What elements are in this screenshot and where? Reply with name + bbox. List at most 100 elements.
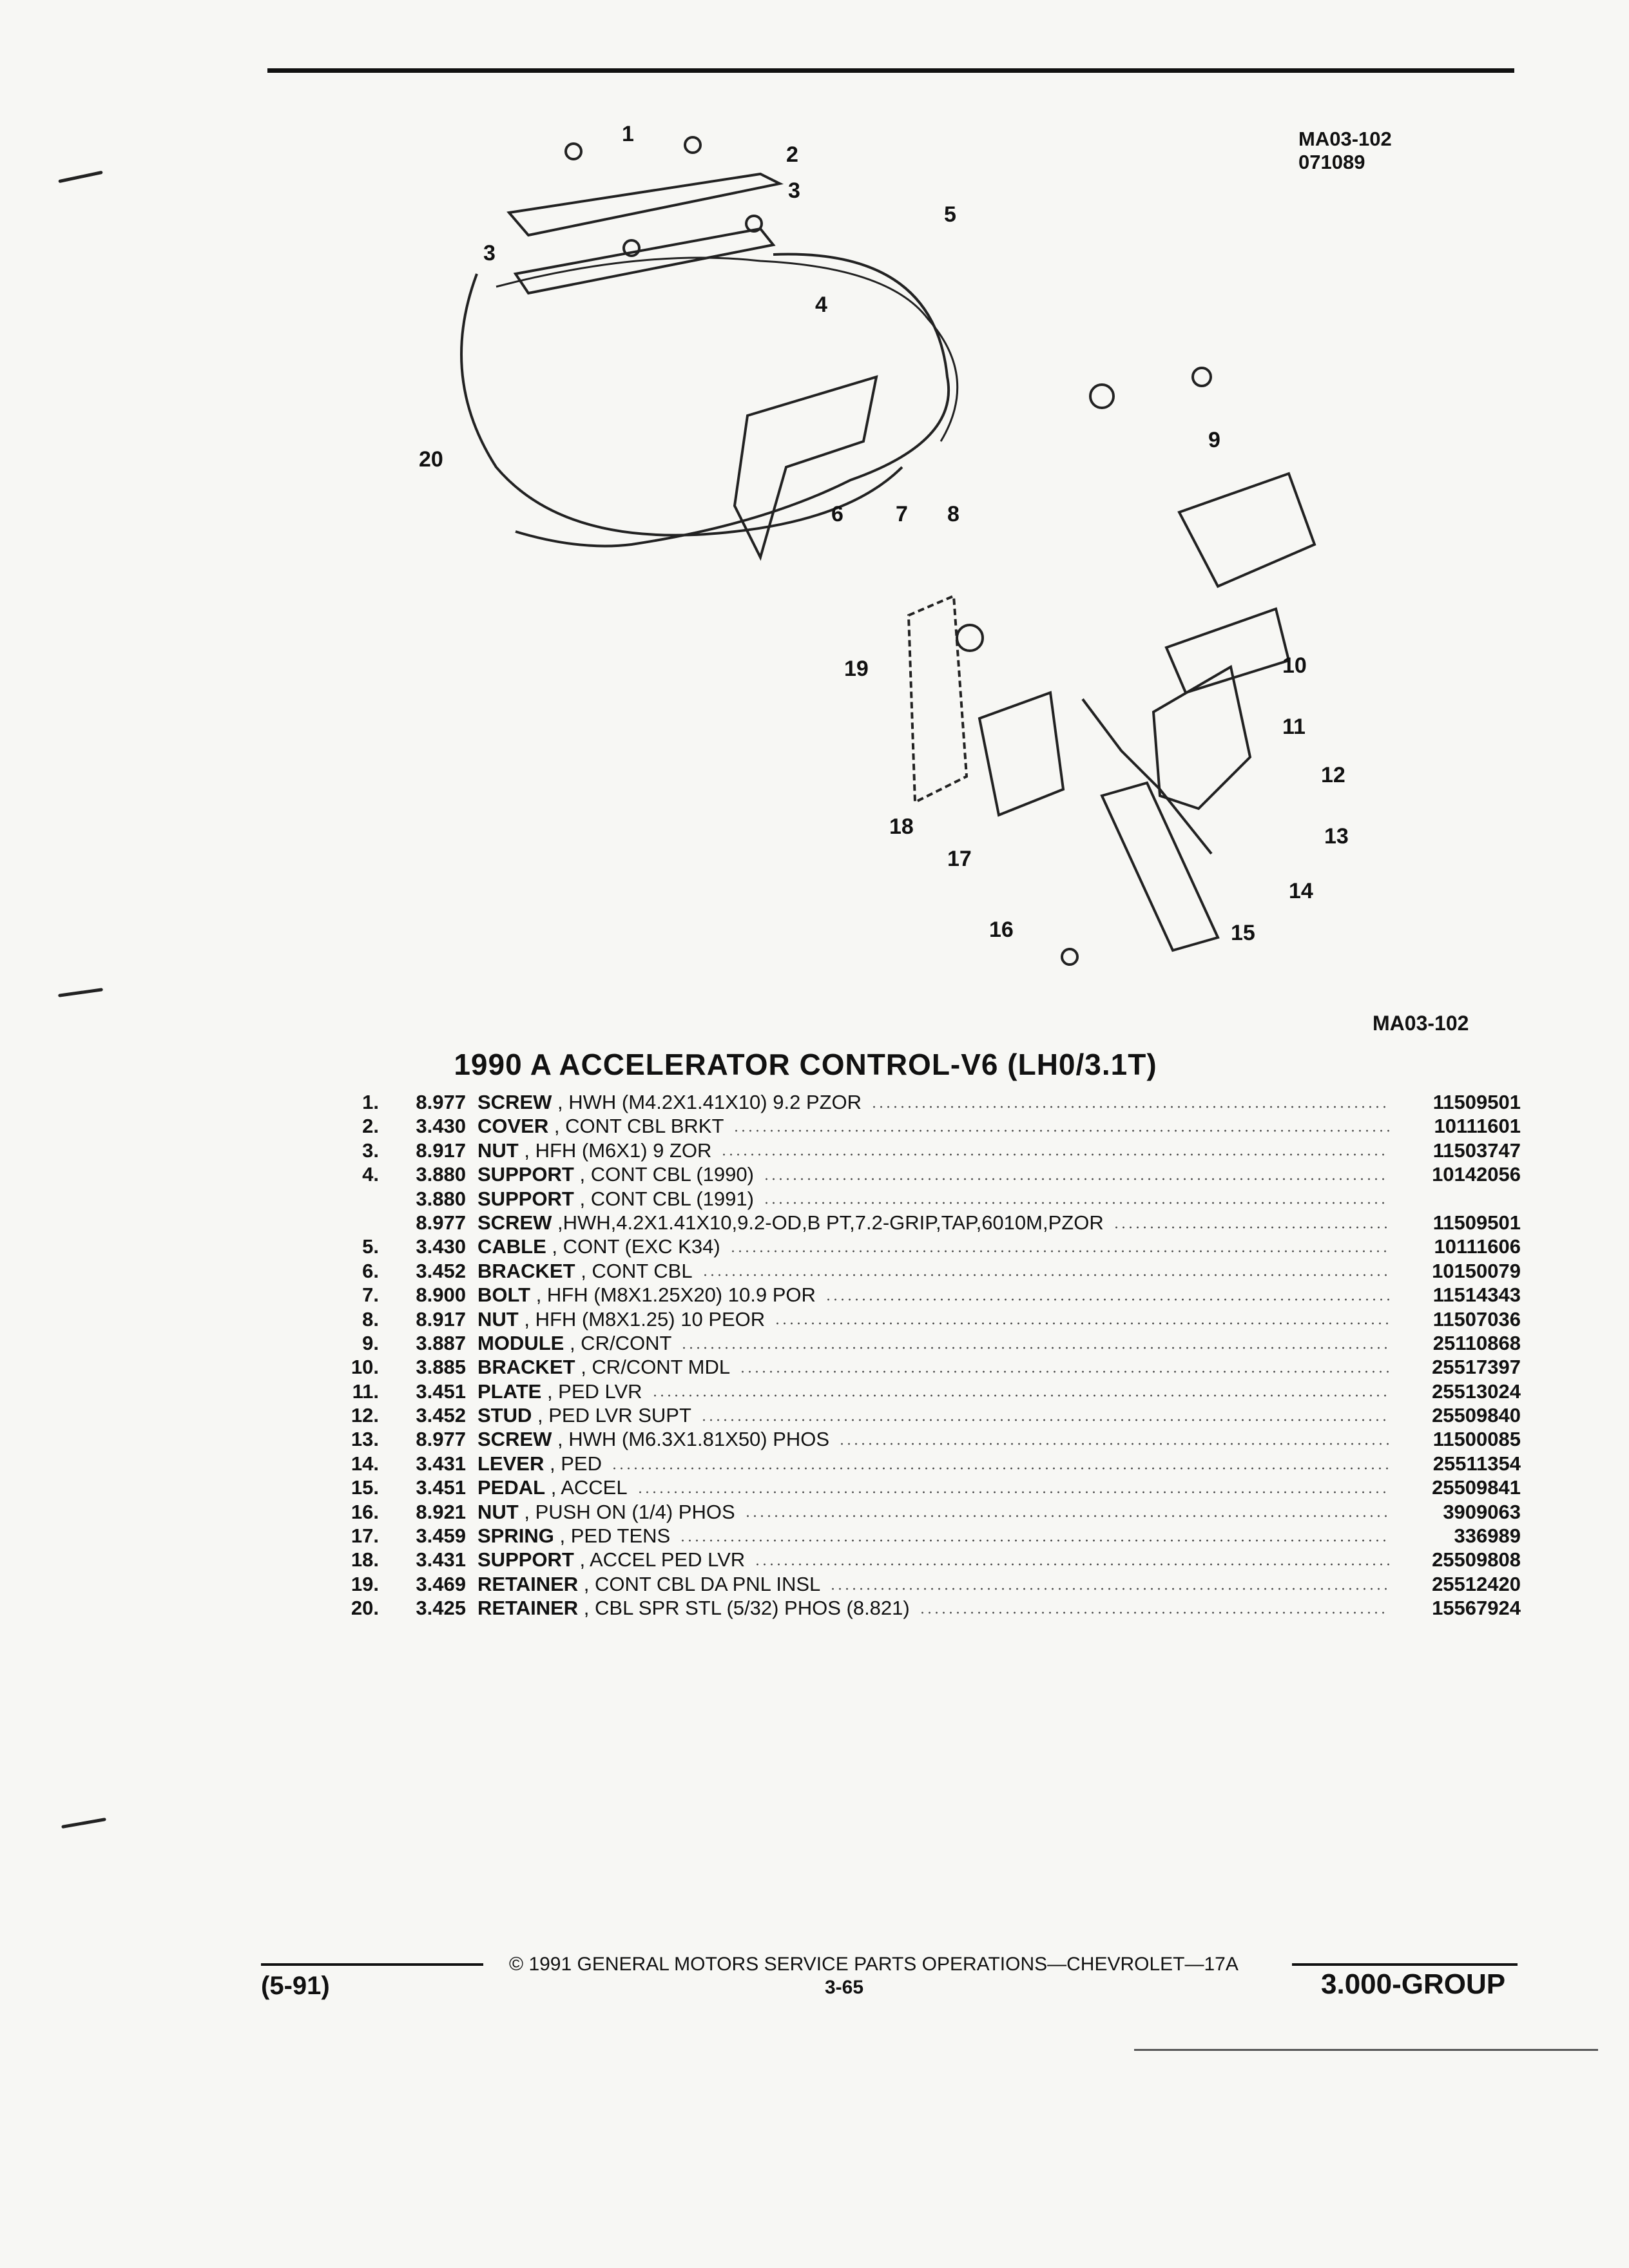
item-description: RETAINER , CBL SPR STL (5/32) PHOS (8.82… <box>477 1596 1398 1620</box>
callout-1: 1 <box>622 122 634 146</box>
item-description: STUD , PED LVR SUPT <box>477 1403 1398 1427</box>
item-name: RETAINER <box>477 1597 579 1620</box>
item-name: SUPPORT <box>477 1187 574 1210</box>
item-description: BOLT , HFH (M8X1.25X20) 10.9 POR <box>477 1283 1398 1307</box>
item-description: NUT , HFH (M6X1) 9 ZOR <box>477 1139 1398 1162</box>
item-name: PLATE <box>477 1379 542 1403</box>
group-number: 3.430 <box>416 1115 466 1138</box>
callout-7: 7 <box>896 502 908 526</box>
diagram-code: MA03-102 <box>1298 128 1392 150</box>
dot-leader <box>720 1153 1389 1157</box>
dot-leader <box>733 1129 1389 1133</box>
part-number: 25509808 <box>1432 1548 1521 1571</box>
callout-17: 17 <box>947 847 972 871</box>
item-description: COVER , CONT CBL BRKT <box>477 1114 1398 1138</box>
part-number: 25110868 <box>1432 1331 1521 1354</box>
item-description: SUPPORT , ACCEL PED LVR <box>477 1548 1398 1571</box>
callout-8: 8 <box>947 502 959 526</box>
part-number: 25517397 <box>1432 1356 1521 1379</box>
dot-leader <box>829 1587 1389 1590</box>
footer-group: 3.000-GROUP <box>1321 1968 1506 2000</box>
item-number: 10. <box>351 1356 379 1379</box>
item-number: 7. <box>362 1283 379 1307</box>
group-number: 8.900 <box>416 1283 466 1307</box>
item-description: MODULE , CR/CONT <box>477 1331 1398 1355</box>
part-number: 25509841 <box>1432 1476 1521 1499</box>
callout-15: 15 <box>1231 921 1255 945</box>
item-detail: , ACCEL PED LVR <box>579 1548 746 1571</box>
diagram-date: 071089 <box>1298 151 1365 173</box>
item-number: 18. <box>351 1548 379 1571</box>
item-name: SUPPORT <box>477 1163 574 1186</box>
dot-leader <box>739 1370 1389 1373</box>
dot-leader <box>871 1105 1389 1108</box>
item-number: 5. <box>362 1235 379 1258</box>
item-description: SUPPORT , CONT CBL (1991) <box>477 1187 1398 1211</box>
item-number: 19. <box>351 1572 379 1595</box>
group-number: 3.452 <box>416 1259 466 1282</box>
diagram-reference: MA03-102 071089 <box>1298 128 1392 174</box>
callout-9: 9 <box>1208 428 1220 452</box>
callout-3: 3 <box>483 241 496 265</box>
dot-leader <box>610 1466 1389 1470</box>
item-name: NUT <box>477 1139 519 1162</box>
margin-mark <box>58 170 103 184</box>
diagram-illustration <box>460 136 1316 966</box>
dot-leader <box>918 1611 1389 1614</box>
group-number: 3.885 <box>416 1356 466 1379</box>
item-number: 6. <box>362 1259 379 1282</box>
item-name: SCREW <box>477 1428 552 1451</box>
group-number: 3.431 <box>416 1548 466 1571</box>
item-number: 17. <box>351 1524 379 1548</box>
part-number: 11503747 <box>1432 1139 1521 1162</box>
footer-rule-left <box>261 1963 483 1966</box>
dot-leader <box>679 1539 1389 1542</box>
item-name: LEVER <box>477 1452 545 1475</box>
item-description: LEVER , PED <box>477 1452 1398 1475</box>
dot-leader <box>838 1443 1389 1446</box>
item-number: 2. <box>362 1115 379 1138</box>
item-detail: ,HWH,4.2X1.41X10,9.2-OD,B PT,7.2-GRIP,TA… <box>557 1211 1104 1234</box>
item-name: SPRING <box>477 1524 554 1548</box>
footer-copyright: © 1991 GENERAL MOTORS SERVICE PARTS OPER… <box>509 1954 1239 1975</box>
dot-leader <box>762 1202 1389 1205</box>
item-number: 13. <box>351 1428 379 1451</box>
item-detail: , CONT CBL BRKT <box>554 1115 724 1138</box>
item-name: NUT <box>477 1500 519 1523</box>
diagram-code-bottom: MA03-102 <box>1373 1012 1469 1035</box>
item-detail: , HFH (M8X1.25) 10 PEOR <box>524 1307 766 1331</box>
dot-leader <box>636 1490 1389 1494</box>
bottom-rule <box>1134 2049 1598 2051</box>
item-description: SUPPORT , CONT CBL (1990) <box>477 1162 1398 1186</box>
part-number: 11514343 <box>1432 1283 1521 1307</box>
item-name: NUT <box>477 1307 519 1331</box>
item-description: SCREW ,HWH,4.2X1.41X10,9.2-OD,B PT,7.2-G… <box>477 1211 1398 1235</box>
item-detail: , CONT CBL (1990) <box>579 1163 754 1186</box>
page-number: 3-65 <box>824 1977 864 1998</box>
item-name: SUPPORT <box>477 1548 574 1571</box>
group-number: 3.880 <box>416 1187 466 1210</box>
part-number: 25513024 <box>1432 1379 1521 1403</box>
callout-11: 11 <box>1282 715 1306 739</box>
callout-20: 20 <box>419 447 443 472</box>
margin-mark <box>61 1817 106 1829</box>
dot-leader <box>1112 1225 1389 1229</box>
group-number: 3.431 <box>416 1452 466 1475</box>
item-number: 3. <box>362 1139 379 1162</box>
group-number: 8.977 <box>416 1211 466 1234</box>
item-description: PLATE , PED LVR <box>477 1379 1398 1403</box>
item-description: PEDAL , ACCEL <box>477 1475 1398 1499</box>
callout-4: 4 <box>815 293 827 317</box>
section-title: 1990 A ACCELERATOR CONTROL-V6 (LH0/3.1T) <box>454 1048 1157 1081</box>
group-number: 3.452 <box>416 1404 466 1427</box>
group-number: 8.977 <box>416 1428 466 1451</box>
group-number: 3.880 <box>416 1163 466 1186</box>
